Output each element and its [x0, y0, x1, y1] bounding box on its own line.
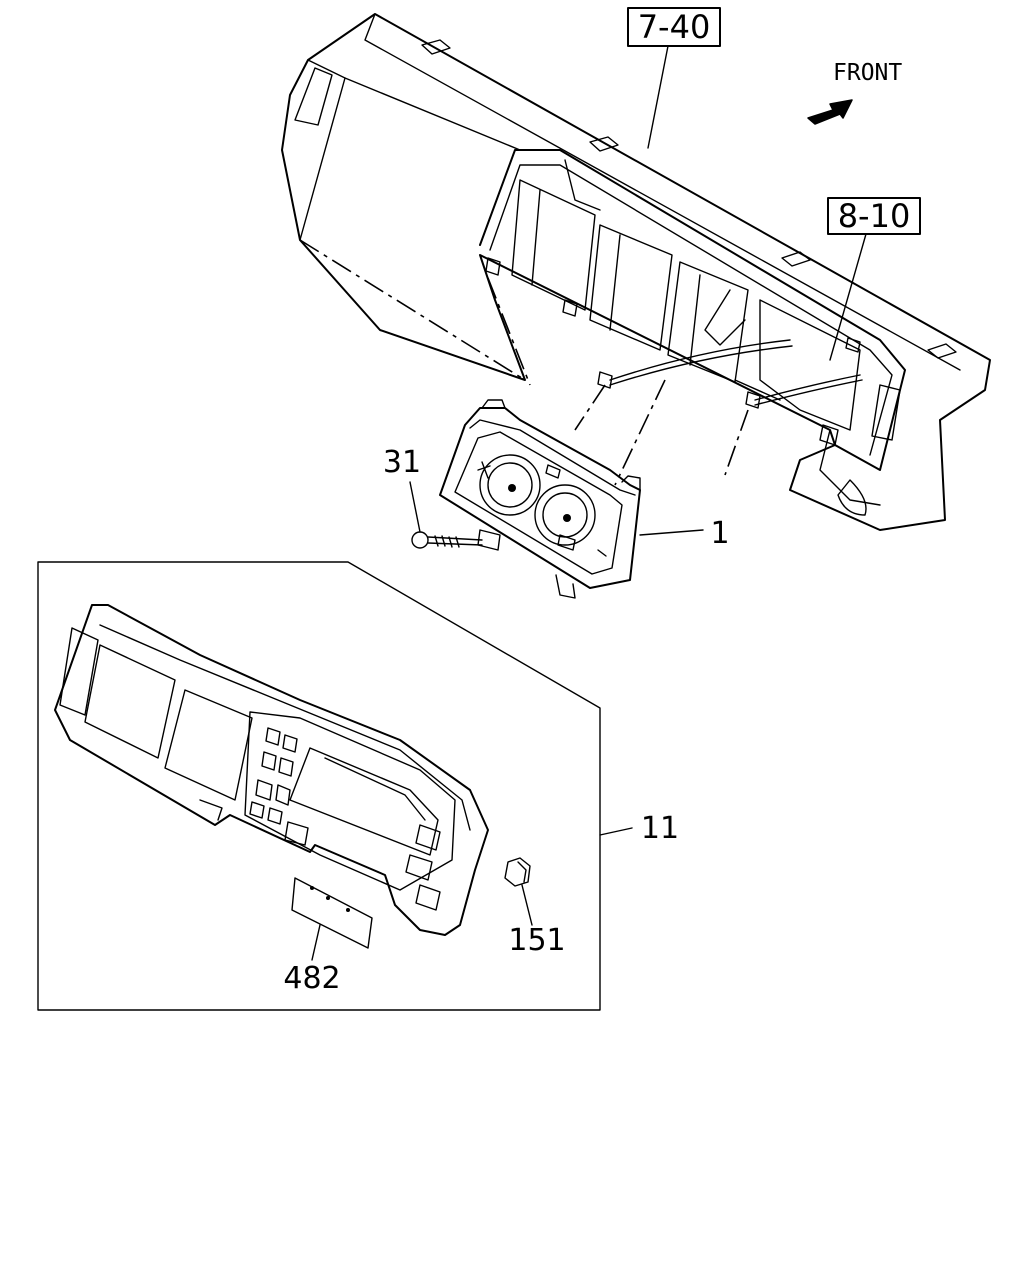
- ref-8-10-label: 8-10: [838, 197, 911, 235]
- front-arrow-icon: [807, 99, 853, 125]
- clip-151: [504, 857, 533, 926]
- callout-11[interactable]: 11: [641, 811, 679, 846]
- callout-482[interactable]: 482: [283, 961, 340, 996]
- cluster-bezel: [54, 604, 489, 936]
- inset-box: [37, 561, 633, 1011]
- callout-1[interactable]: 1: [710, 516, 729, 551]
- instrument-cluster: [439, 399, 704, 599]
- dashboard-assembly: [281, 13, 991, 531]
- screw-31: [409, 481, 483, 549]
- front-direction-label: FRONT: [833, 60, 902, 86]
- ref-7-40-label: 7-40: [638, 8, 711, 46]
- label-plate-482: [291, 877, 373, 961]
- callout-31[interactable]: 31: [383, 445, 421, 480]
- reference-box-8-10[interactable]: 8-10: [827, 197, 921, 361]
- reference-box-7-40[interactable]: 7-40: [627, 7, 721, 149]
- callout-151[interactable]: 151: [508, 923, 565, 958]
